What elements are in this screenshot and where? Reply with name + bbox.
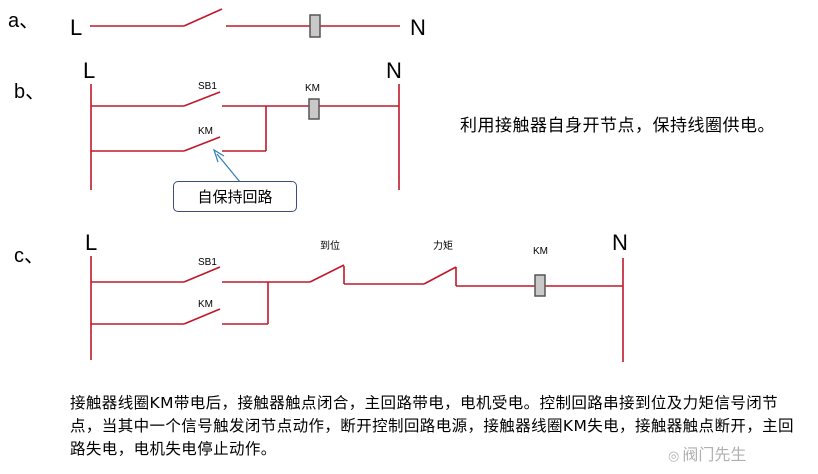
watermark-text: 阀门先生 [682,445,747,464]
rail-l-label-b: L [83,58,95,83]
rail-l-label-c: L [85,230,97,255]
limit-label: 到位 [320,239,340,252]
coil-a [309,14,321,38]
bottom-description: 接触器线圈KM带电后，接触器触点闭合，主回路带电，电机受电。控制回路串接到位及力… [70,394,794,458]
rail-n-label-a: N [410,15,426,40]
wechat-icon: ◎ [668,449,680,464]
km-coil-label-c: KM [533,246,548,257]
self-holding-callout: 自保持回路 [173,181,297,212]
circuit-b: b、 L N SB1 KM KM [14,58,402,190]
km-coil-label-b: KM [305,83,320,94]
section-b-label: b、 [14,81,45,103]
km-contact-label-b: KM [198,126,213,137]
rail-n-label-b: N [386,58,402,83]
watermark: ◎阀门先生 [668,441,746,465]
sb1-label-c: SB1 [198,257,217,268]
sb1-label-b: SB1 [198,81,217,92]
circuit-b-wires [90,84,400,190]
section-a-label: a、 [8,10,39,32]
torque-label: 力矩 [433,239,453,252]
b-description: 利用接触器自身开节点，保持线圈供电。 [460,116,775,136]
circuit-a-wires [90,8,400,27]
coil-c [534,274,546,297]
callout-arrow [212,148,241,183]
circuit-a: a、 L N [8,8,426,40]
rail-l-label-a: L [70,15,82,40]
circuit-c: c、 L N SB1 KM 到位 力矩 KM [14,230,628,362]
rail-n-label-c: N [612,230,628,255]
km-contact-label-c: KM [198,299,213,310]
section-c-label: c、 [14,245,44,267]
coil-b [308,98,320,120]
circuit-c-wires [90,256,624,362]
